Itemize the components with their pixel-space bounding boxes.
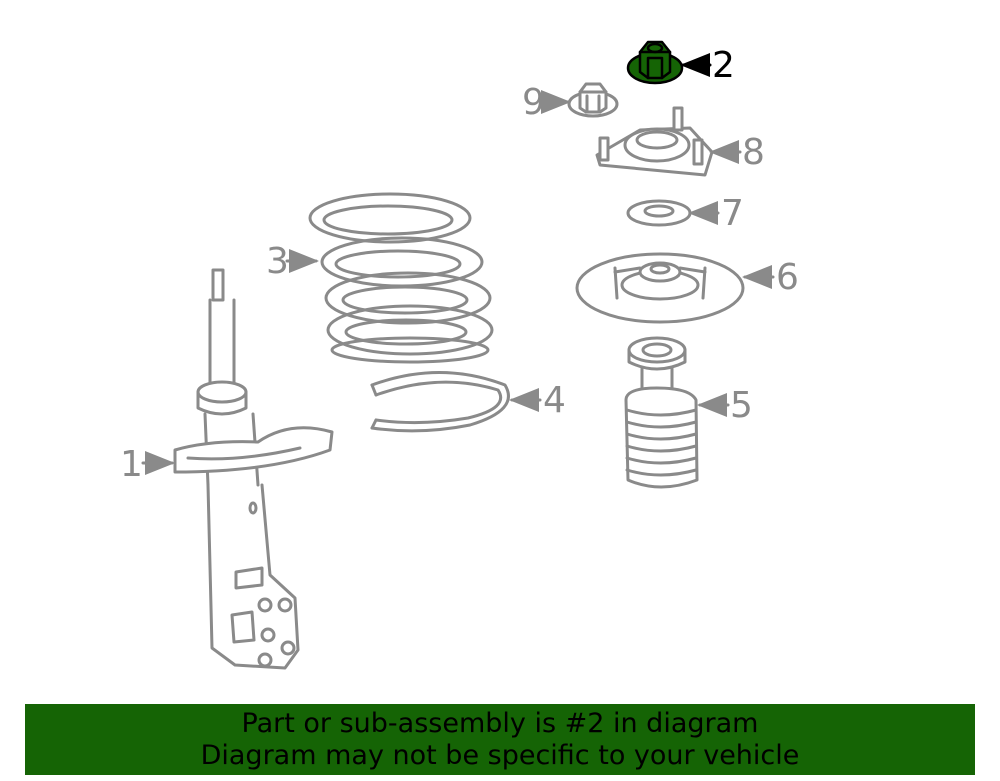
- callout-6: 6: [776, 257, 799, 298]
- suspension-parts-diagram: [141, 40, 775, 670]
- callout-4: 4: [543, 380, 566, 421]
- part-1-strut-icon: [173, 268, 334, 670]
- callout-5: 5: [730, 385, 753, 426]
- callout-3: 3: [266, 241, 289, 282]
- callout-7: 7: [721, 193, 744, 234]
- part-9-nut-icon: [567, 82, 619, 118]
- part-3-coil-spring-icon: [308, 192, 494, 364]
- info-banner: Part or sub-assembly is #2 in diagram Di…: [25, 704, 975, 775]
- part-8-strut-mount-icon: [595, 106, 714, 177]
- part-6-spring-seat-icon: [575, 252, 745, 324]
- part-5-bump-stop-icon: [624, 336, 699, 489]
- part-2-nut-icon: [626, 40, 684, 85]
- part-4-insulator-icon: [370, 371, 510, 433]
- callout-9: 9: [522, 82, 545, 123]
- callout-8: 8: [742, 132, 765, 173]
- callout-2[interactable]: 2: [712, 45, 735, 86]
- banner-line-2: Diagram may not be specific to your vehi…: [200, 739, 800, 771]
- part-7-washer-icon: [626, 199, 692, 227]
- banner-line-1: Part or sub-assembly is #2 in diagram: [241, 707, 759, 739]
- callout-1: 1: [120, 444, 143, 485]
